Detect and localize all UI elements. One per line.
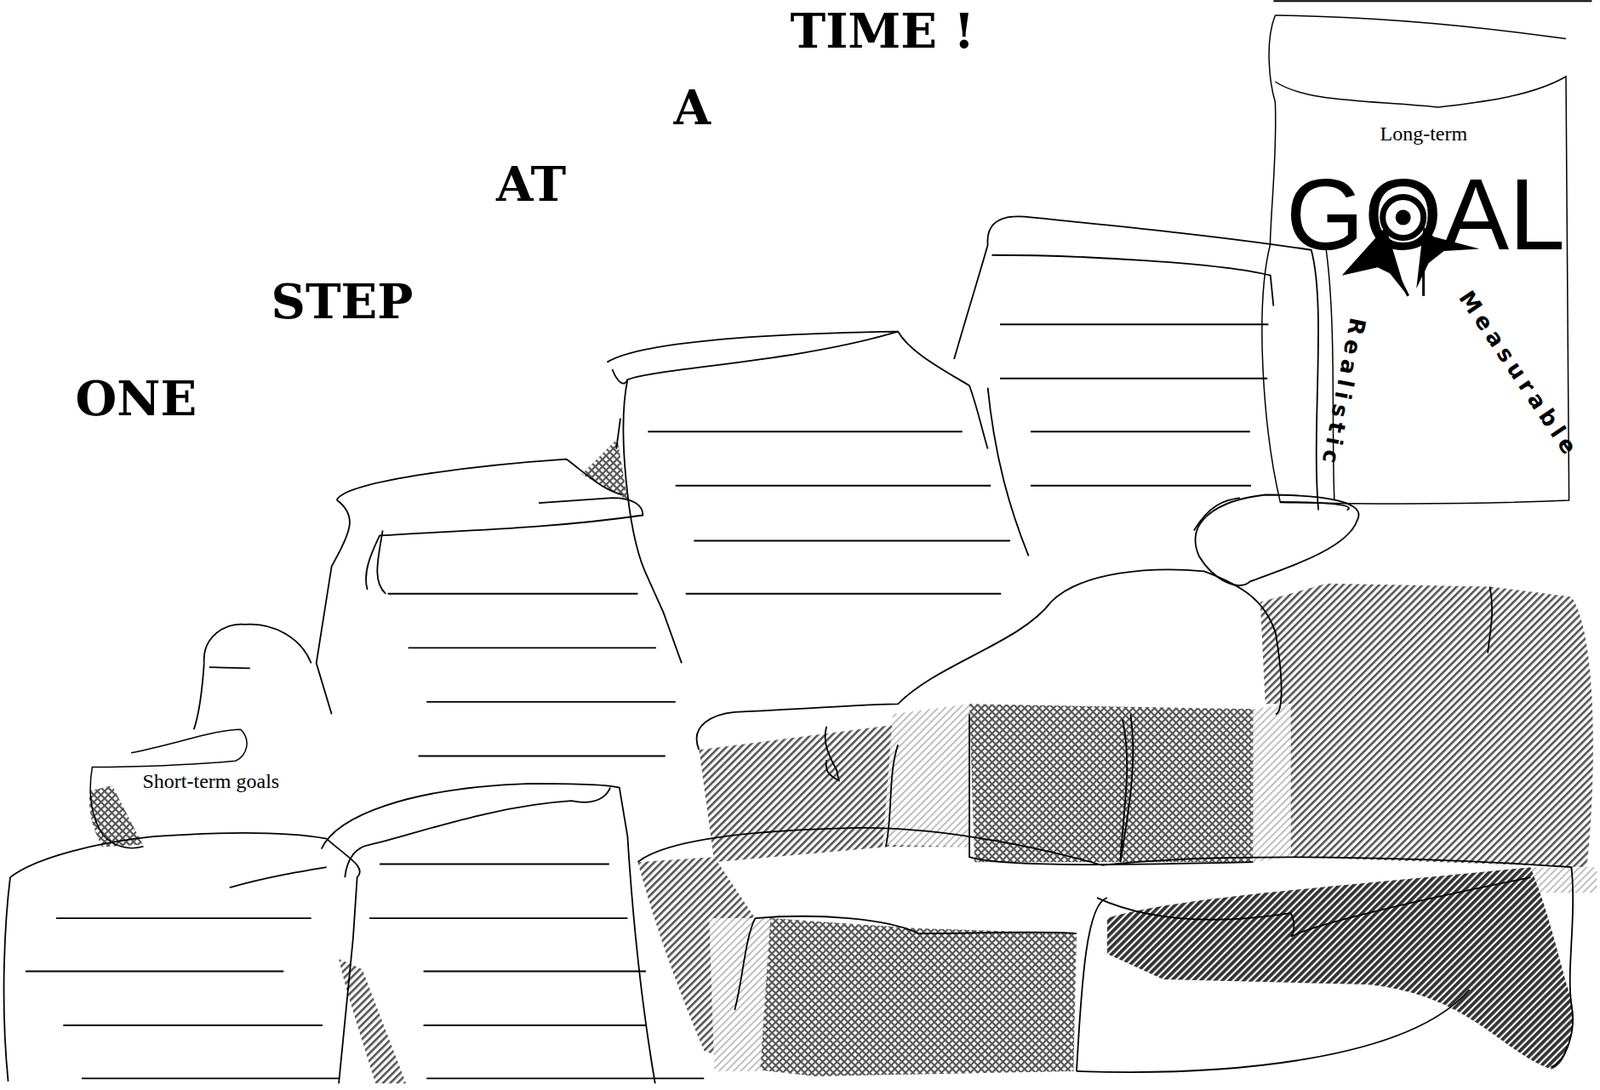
stone-drawing — [969, 714, 1253, 865]
stone-drawing — [708, 918, 771, 1072]
stone-drawing — [825, 726, 840, 782]
stone-drawing — [754, 916, 1077, 934]
stone-drawing — [1120, 714, 1134, 863]
stone-drawing — [616, 418, 621, 450]
title-word: ONE — [75, 374, 198, 423]
stone-drawing — [581, 439, 628, 501]
step-label: Short-term goals — [142, 770, 280, 794]
stone-drawing — [377, 530, 386, 594]
stone-drawing — [25, 970, 284, 972]
stone-drawing — [885, 744, 898, 847]
stone-drawing — [623, 379, 682, 663]
stone-drawing — [1195, 495, 1360, 587]
title-word: TIME ! — [790, 6, 976, 55]
stone-drawing — [426, 701, 676, 703]
stone-edge — [1262, 15, 1570, 504]
stone-drawing — [426, 1077, 704, 1080]
stone-drawing — [685, 593, 1001, 595]
stone-drawing — [89, 785, 143, 847]
stone-drawing — [388, 593, 639, 595]
stone-drawing — [316, 500, 350, 715]
stone-drawing — [408, 646, 657, 649]
stone-drawing — [344, 788, 611, 879]
stone-node: Short-term goals — [85, 723, 247, 853]
stone-drawing — [882, 703, 970, 847]
stone-drawing — [1487, 586, 1492, 653]
stone-drawing — [1260, 583, 1594, 868]
criterion-label: Realistic — [1317, 316, 1369, 471]
stone-drawing — [379, 863, 610, 866]
stone-node: Long-termGOAL — [1252, 10, 1572, 506]
stone-drawing — [1531, 867, 1598, 893]
stone-drawing — [1097, 877, 1532, 938]
stone-drawing — [1000, 377, 1268, 380]
stone-drawing — [1194, 497, 1240, 531]
target-ring — [1382, 197, 1424, 239]
criterion-label: Measurable — [1455, 286, 1583, 463]
target-ring — [1395, 210, 1412, 226]
stone-drawing — [1076, 897, 1108, 1072]
target-symbol — [1252, 10, 1572, 506]
stone-drawing — [988, 388, 1029, 557]
stones — [4, 0, 1598, 1084]
stone-drawing — [229, 867, 327, 888]
stone-drawing — [62, 1024, 323, 1027]
hatched-rocks — [89, 439, 1598, 1085]
stone-drawing — [423, 970, 646, 972]
stone-drawing — [369, 917, 628, 920]
stone-drawing — [1030, 430, 1251, 433]
stone-drawing — [991, 255, 1274, 307]
stone-drawing — [734, 918, 755, 1011]
stone-drawing — [1000, 323, 1269, 326]
stone-drawing — [418, 754, 666, 757]
stone-drawing — [611, 331, 898, 384]
stone-drawing — [209, 667, 251, 669]
stone-drawing — [204, 624, 312, 664]
stone-drawing — [1252, 703, 1291, 863]
goal-heading: Long-term — [1380, 122, 1469, 146]
goal-word: GOAL — [1285, 156, 1566, 273]
stone-drawing — [365, 497, 643, 590]
stone-drawing — [423, 1024, 646, 1027]
writing-lines — [25, 0, 1592, 1079]
stone-drawing — [969, 703, 1256, 863]
stone-drawing — [337, 459, 623, 501]
stone-drawing — [697, 569, 1282, 750]
stone-drawing — [1107, 867, 1573, 1069]
stone-drawing — [954, 216, 1319, 510]
title-word: A — [674, 83, 711, 132]
stone-drawing — [606, 331, 988, 450]
stone-drawing — [1273, 0, 1592, 2]
stone-drawing — [1076, 989, 1470, 1073]
stone-drawing — [81, 1077, 339, 1080]
stone-drawing — [194, 662, 205, 730]
stone-drawing — [637, 828, 1573, 1068]
stone-drawing — [647, 430, 962, 433]
title-word: AT — [496, 160, 566, 208]
title-word: STEP — [271, 277, 414, 326]
stone-drawing — [1030, 485, 1252, 487]
stone-drawing — [321, 783, 656, 1085]
stone-drawing — [56, 917, 312, 920]
stone-edge — [1325, 250, 1335, 501]
stone-drawing — [693, 540, 1011, 543]
stone-edge — [1274, 15, 1566, 40]
stone-drawing — [4, 833, 360, 1084]
stone-drawing — [675, 485, 991, 487]
